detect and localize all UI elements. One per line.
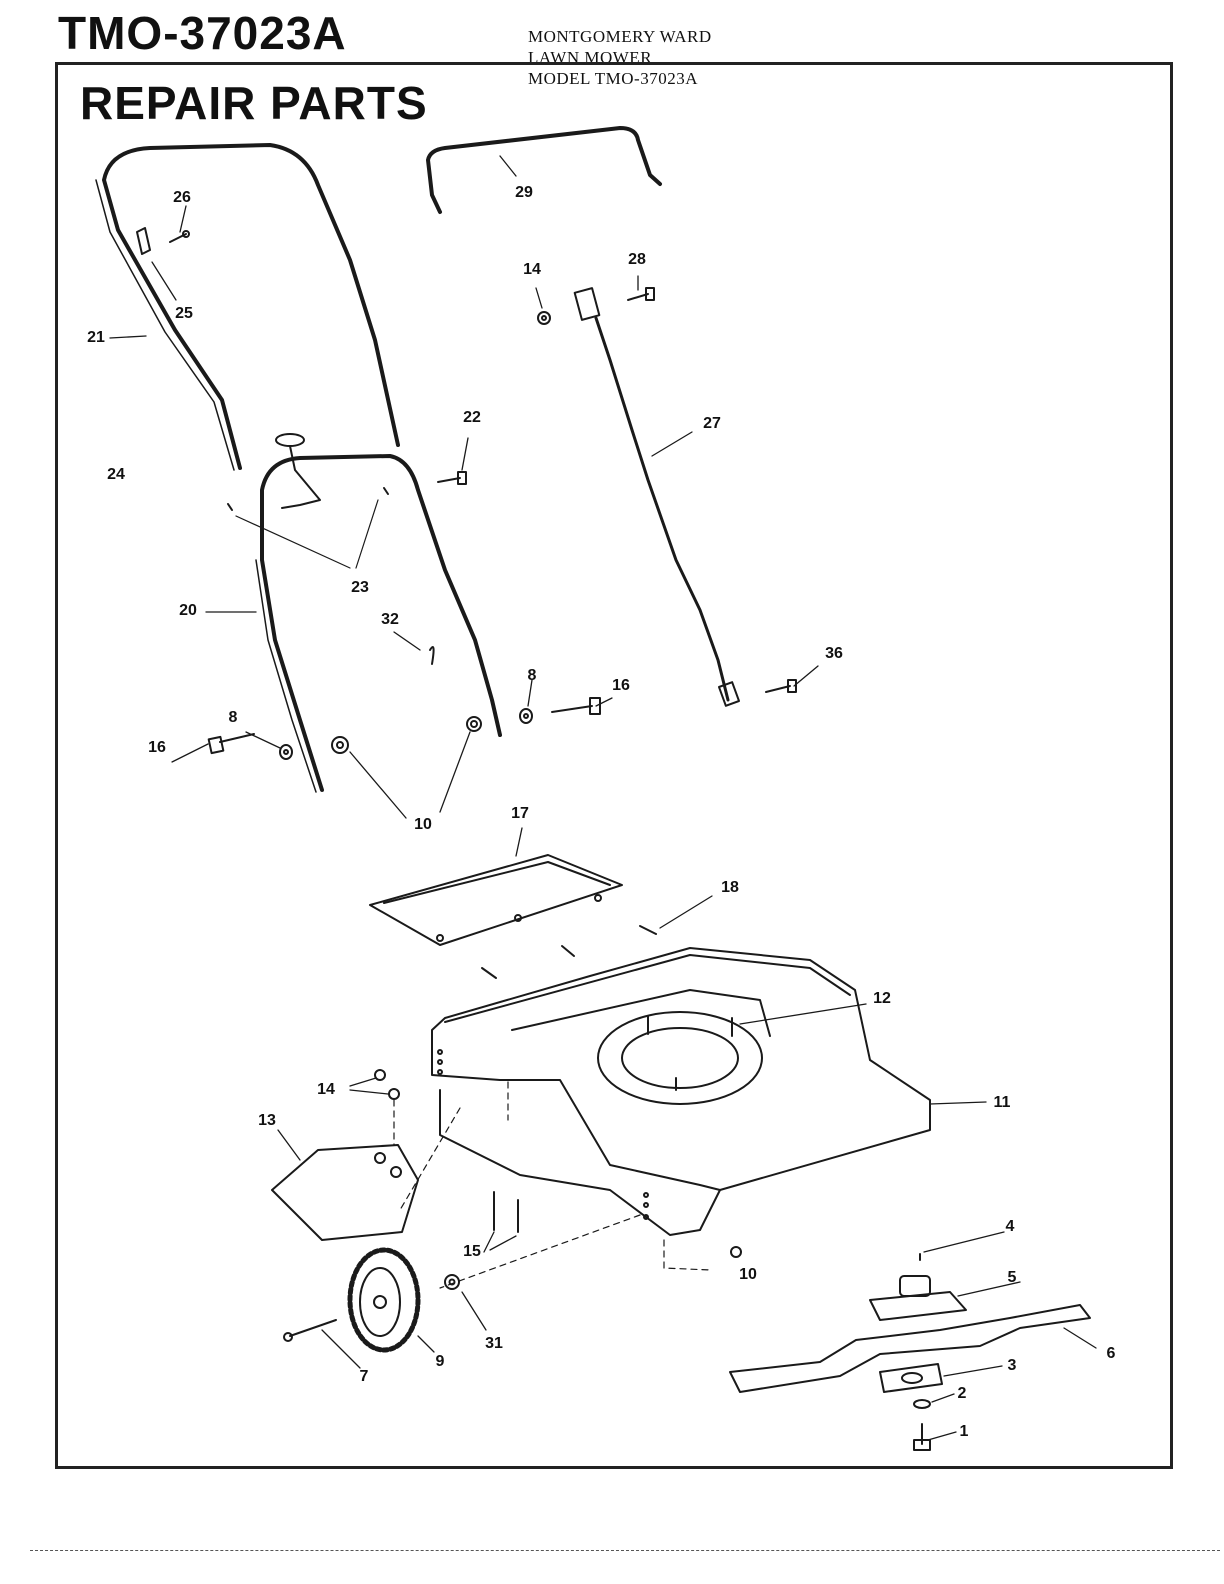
washer-part-8-right: [519, 708, 533, 724]
wheel-bolt-part: [283, 1319, 337, 1342]
screw-part-18: [481, 925, 657, 979]
bolt-part-36: [765, 679, 797, 693]
callout-13: 13: [258, 1112, 276, 1129]
callout-8-right: 8: [527, 667, 537, 684]
diagram-frame: [55, 62, 1173, 1469]
callout-6: 6: [1106, 1345, 1116, 1362]
callout-28: 28: [628, 251, 646, 268]
callout-1: 1: [959, 1423, 969, 1440]
nut-part-10-left: [331, 736, 349, 754]
callout-2: 2: [957, 1385, 967, 1402]
callout-23: 23: [351, 579, 369, 596]
callout-5: 5: [1007, 1269, 1017, 1286]
callout-11: 11: [993, 1094, 1011, 1111]
callout-10-lower: 10: [739, 1266, 757, 1283]
callout-9: 9: [435, 1353, 445, 1370]
discharge-plate-part: [271, 1144, 419, 1241]
callout-27: 27: [703, 415, 721, 432]
mower-deck-part: [431, 947, 931, 1236]
control-cable-part: [573, 287, 740, 707]
callout-8-left: 8: [228, 709, 238, 726]
callout-31: 31: [485, 1335, 503, 1352]
callout-20: 20: [179, 602, 197, 619]
note-line-brand: MONTGOMERY WARD: [528, 27, 712, 46]
nut-part-14-lower: [374, 1069, 400, 1100]
washer-part-8-left: [279, 744, 293, 760]
upper-handle-part: [95, 143, 400, 471]
callout-21: 21: [87, 329, 105, 346]
callout-16-right: 16: [612, 677, 630, 694]
handle-knob-part: [275, 433, 321, 509]
cable-clip-part: [136, 227, 151, 255]
clip-screw-part: [169, 230, 190, 243]
callout-17: 17: [511, 805, 529, 822]
stud-part-12: [647, 1015, 733, 1091]
wheel-part: [347, 1247, 421, 1353]
callout-16-left: 16: [148, 739, 166, 756]
callout-36: 36: [825, 645, 843, 662]
callout-4: 4: [1005, 1218, 1015, 1235]
nut-part-10-lower: [730, 1246, 742, 1258]
bolt-part-16-left: [207, 733, 255, 755]
screw-part-23: [227, 487, 389, 569]
callout-14-lower: 14: [317, 1081, 335, 1098]
bolt-part-16-right: [551, 697, 601, 715]
hairpin-clip-part: [429, 646, 435, 665]
model-title: TMO-37023A: [58, 7, 347, 59]
callout-7: 7: [359, 1368, 369, 1385]
bolt-part-22: [437, 471, 467, 485]
callout-10-upper: 10: [414, 816, 432, 833]
lock-washer-part: [913, 1399, 931, 1409]
callout-25: 25: [175, 305, 193, 322]
callout-3: 3: [1007, 1357, 1017, 1374]
callout-12: 12: [873, 990, 891, 1007]
nut-part-14-top: [537, 311, 551, 325]
leader-lines: [109, 155, 1097, 1441]
callout-15: 15: [463, 1243, 481, 1260]
blade-washer-part: [879, 1363, 943, 1393]
blade-bolt-part: [913, 1423, 931, 1451]
callout-14-top: 14: [523, 261, 541, 278]
rear-baffle-part: [369, 854, 623, 946]
callout-18: 18: [721, 879, 739, 896]
bail-bar-part: [426, 126, 662, 214]
note-line-model: MODEL TMO-37023A: [528, 69, 698, 88]
bolt-part-28: [627, 287, 655, 301]
blade-part: [729, 1304, 1091, 1393]
callout-32: 32: [381, 611, 399, 628]
bolt-part-15: [493, 1191, 519, 1233]
lower-handle-part: [255, 454, 502, 793]
washer-part-31: [444, 1274, 460, 1290]
bottom-rule: [30, 1550, 1220, 1551]
assembly-guide-lines: [393, 1081, 711, 1289]
callout-24: 24: [107, 466, 125, 483]
section-title: REPAIR PARTS: [80, 76, 428, 130]
callout-22: 22: [463, 409, 481, 426]
nut-part-10-right: [466, 716, 482, 732]
callout-26: 26: [173, 189, 191, 206]
callout-29: 29: [515, 184, 533, 201]
blade-adapter-part: [869, 1275, 967, 1321]
